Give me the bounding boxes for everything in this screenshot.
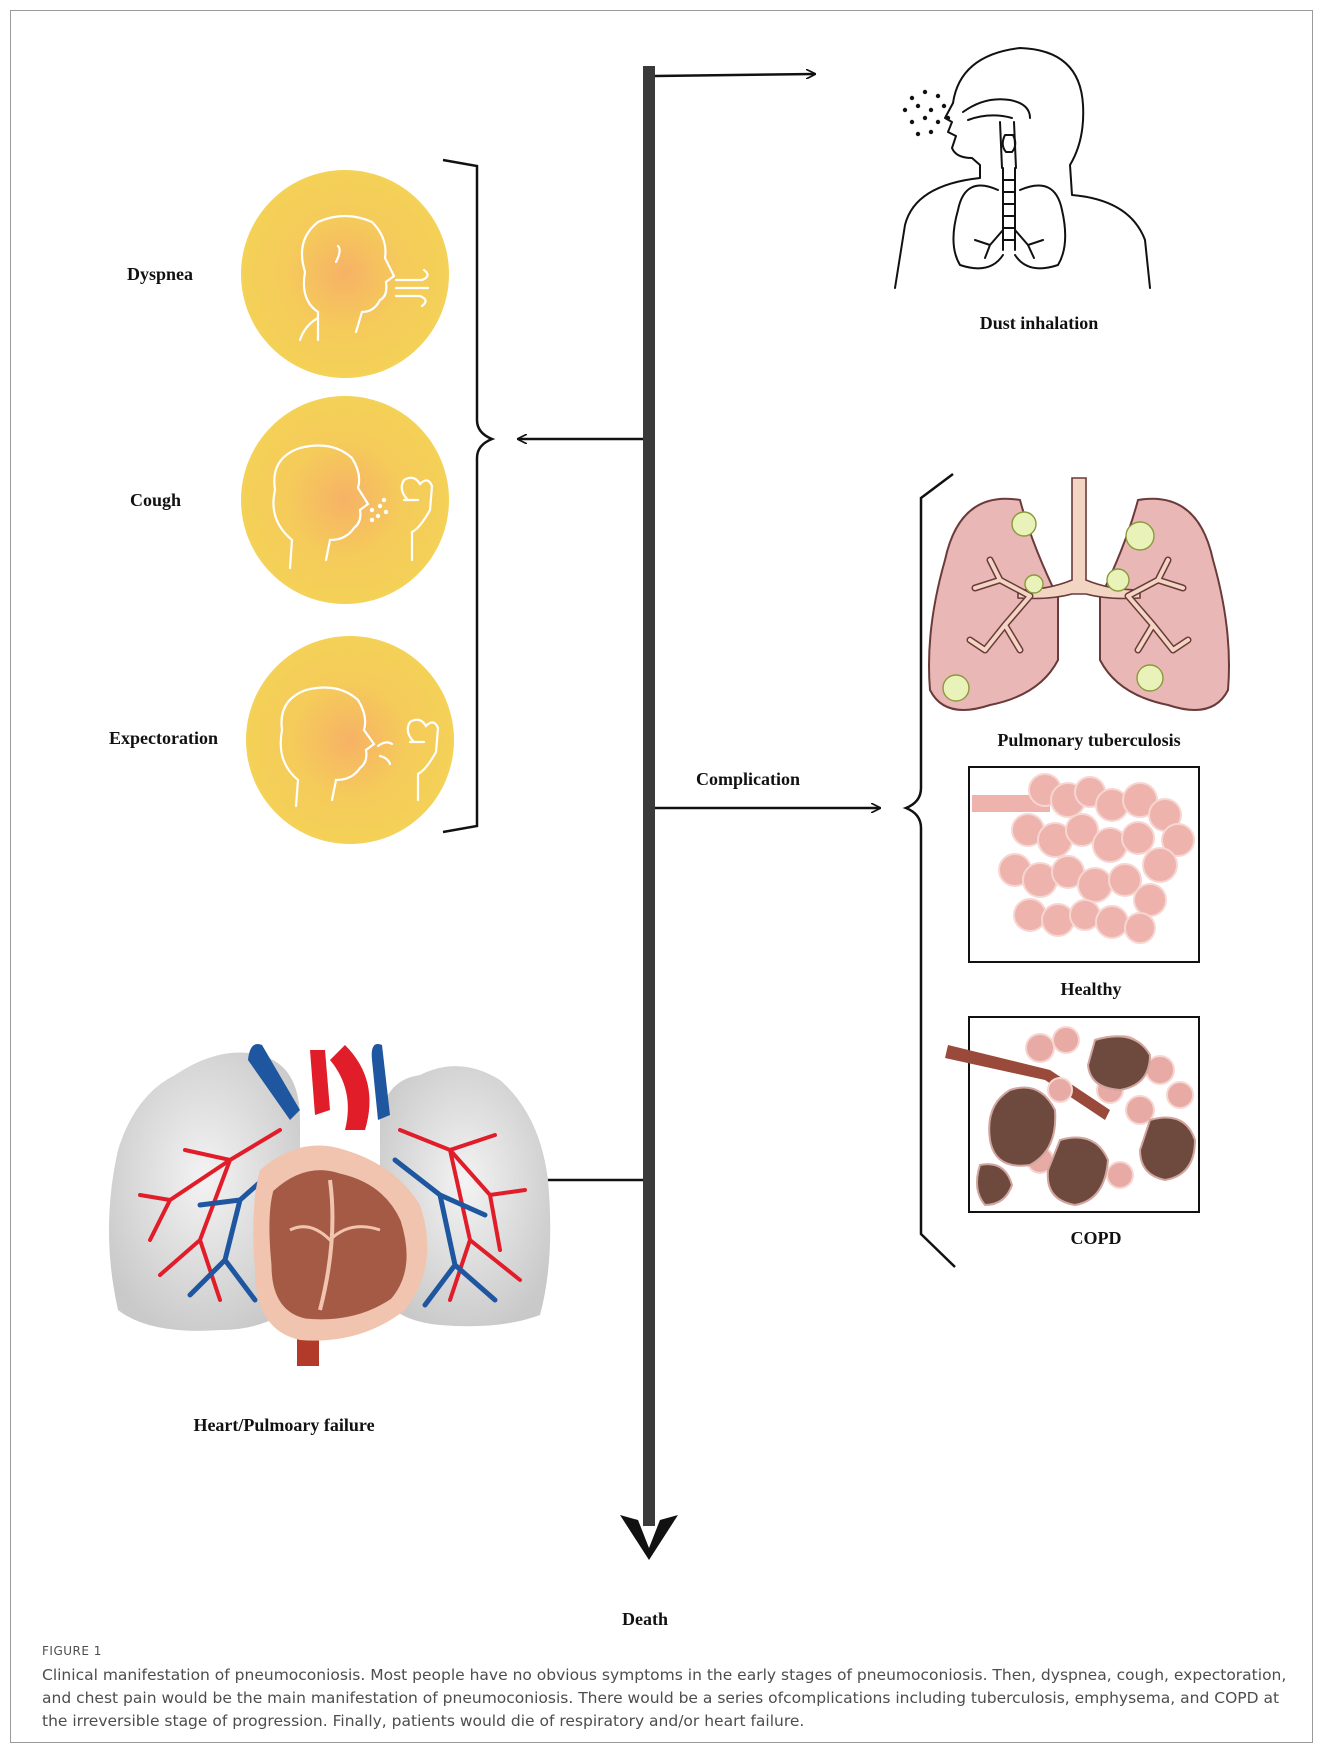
timeline-arrow [620, 66, 678, 1560]
figure-label: FIGURE 1 [42, 1644, 102, 1658]
label-death: Death [622, 1609, 668, 1630]
dyspnea-icon [241, 170, 449, 378]
copd-alveoli-icon [945, 1017, 1199, 1212]
label-copd: COPD [1071, 1228, 1122, 1249]
expectoration-icon [246, 636, 454, 844]
label-cough: Cough [130, 490, 181, 511]
cough-icon [241, 396, 449, 604]
tuberculosis-lungs-icon [929, 478, 1229, 710]
label-dyspnea: Dyspnea [127, 264, 193, 285]
heart-lungs-icon [109, 1044, 550, 1366]
figure-caption: Clinical manifestation of pneumoconiosis… [42, 1664, 1292, 1733]
dust-inhalation-icon [895, 48, 1150, 288]
label-dust-inhalation: Dust inhalation [980, 313, 1099, 334]
label-expectoration: Expectoration [109, 728, 218, 749]
branch-arrows [515, 74, 880, 1180]
label-healthy: Healthy [1061, 979, 1122, 1000]
dust-particles [903, 90, 950, 136]
healthy-alveoli-icon [969, 767, 1199, 962]
arrow-dust-inhalation [655, 74, 815, 76]
label-pulmonary-tuberculosis: Pulmonary tuberculosis [997, 730, 1180, 751]
label-complication: Complication [696, 769, 800, 790]
label-heart-failure: Heart/Pulmoary failure [193, 1415, 374, 1436]
